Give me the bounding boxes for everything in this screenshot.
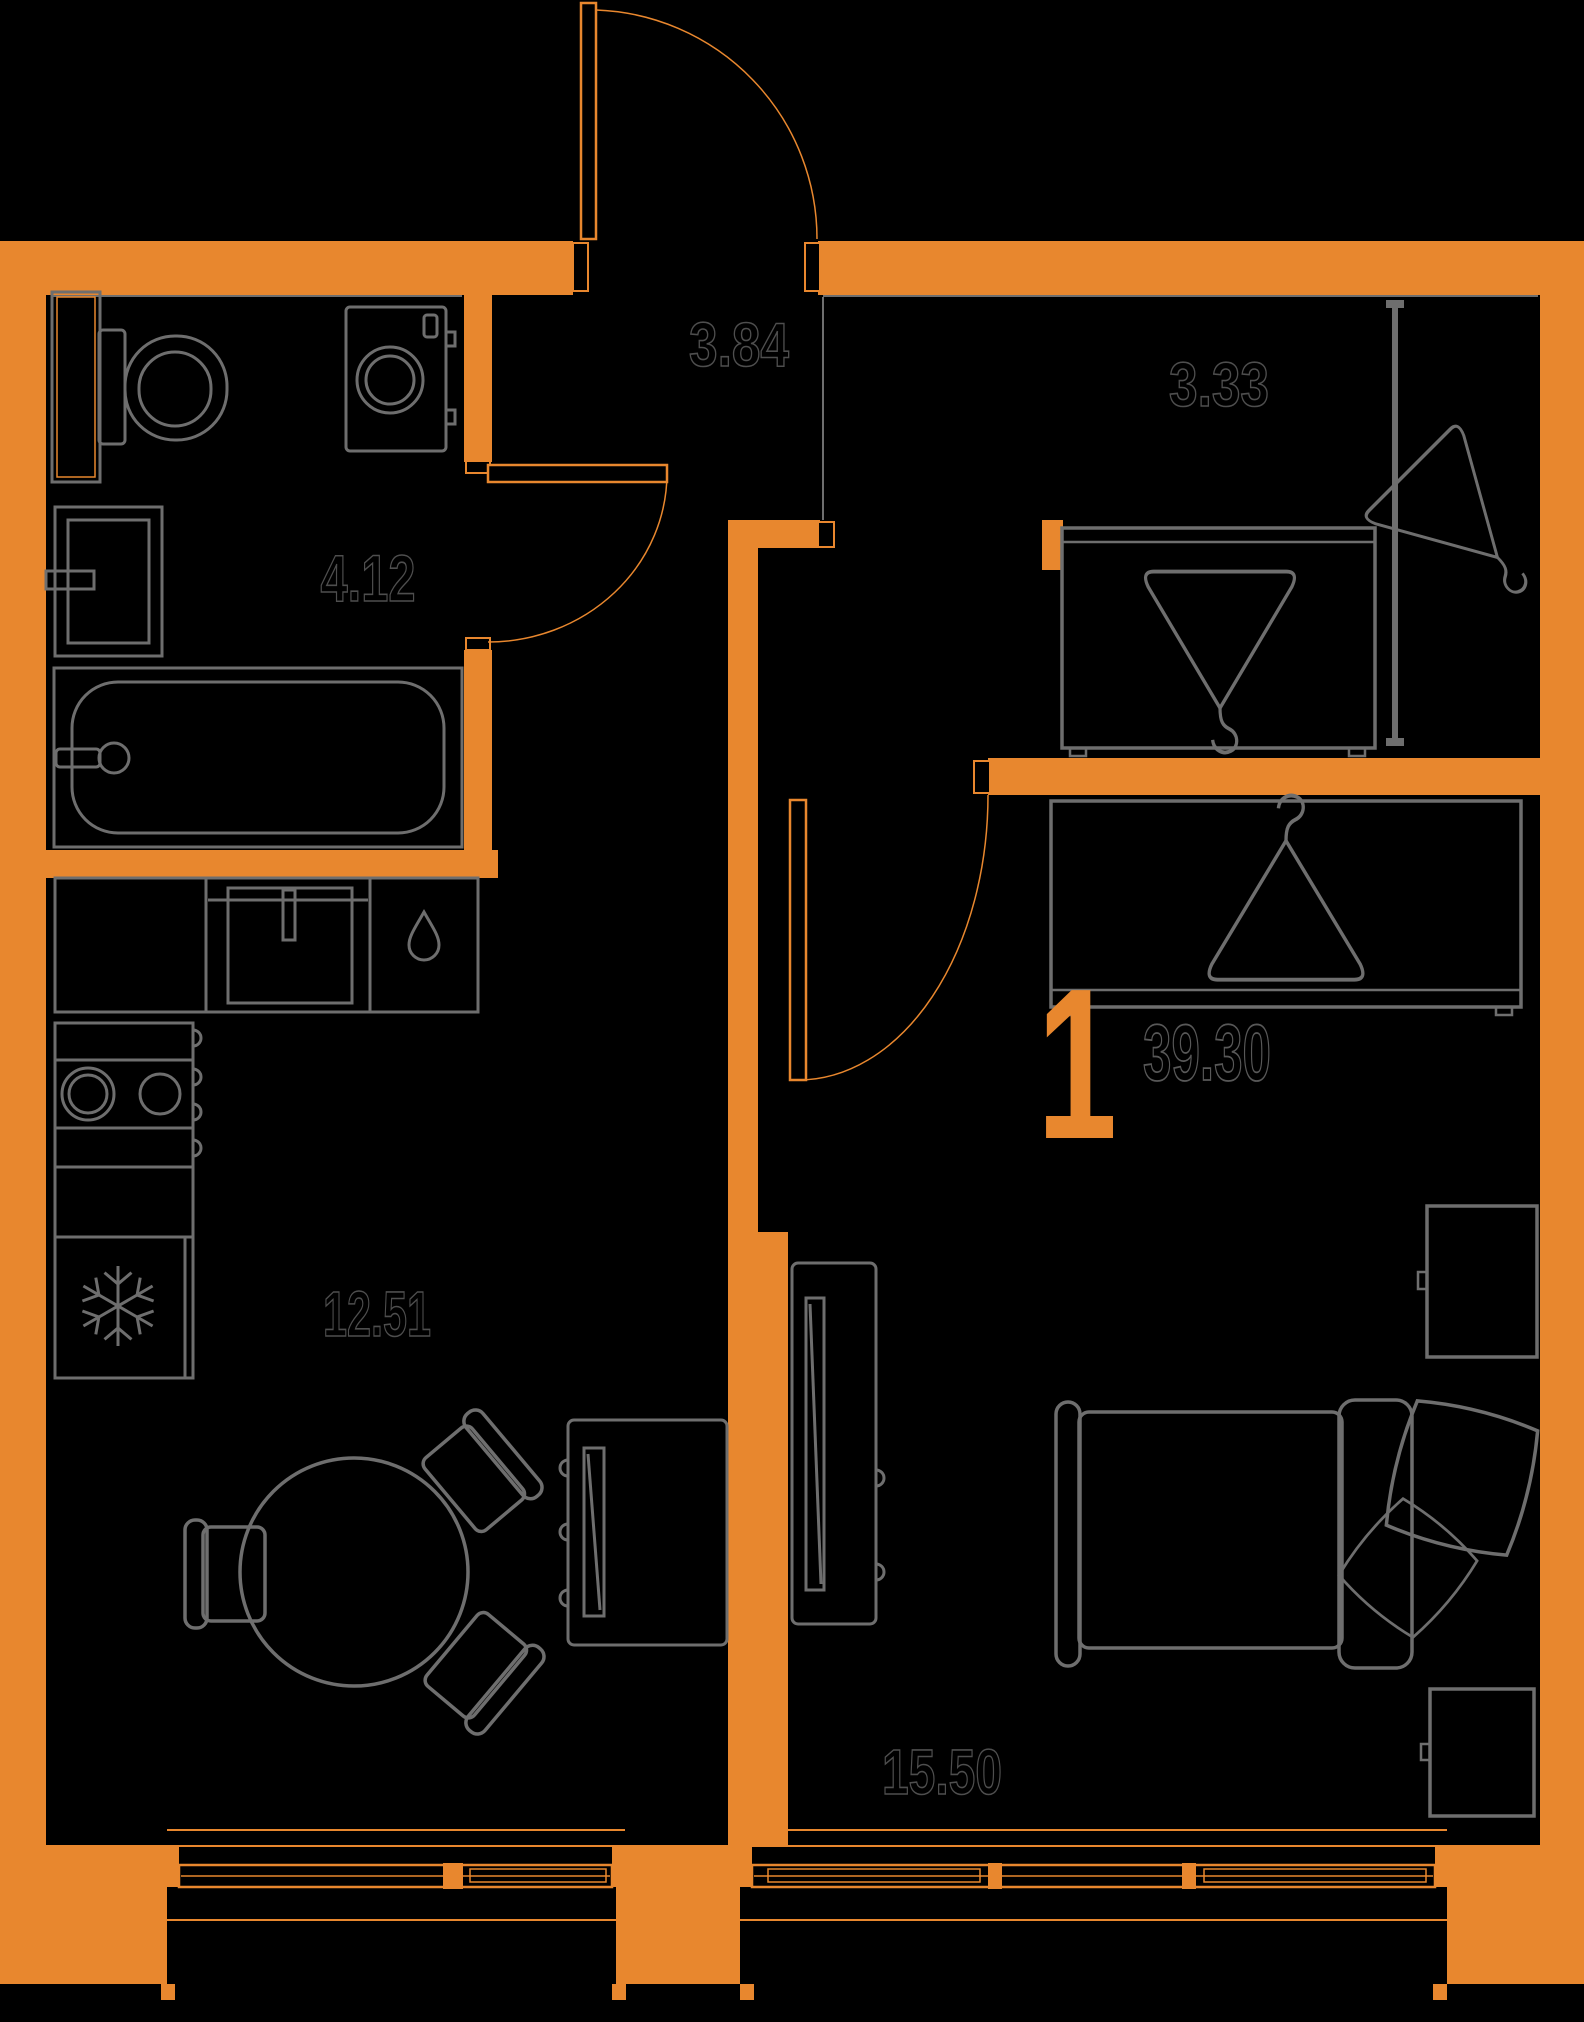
- door-swing-arc: [595, 9, 818, 240]
- area-label-hallway: 3.84: [689, 311, 789, 380]
- kitchen-fixtures: [53, 876, 480, 1380]
- wall-bathroom-right-lower: [464, 650, 492, 850]
- door-swing-arc: [487, 472, 668, 643]
- bathroom-fixtures: [44, 290, 464, 849]
- total-area-label: 39.30: [1143, 1008, 1271, 1097]
- kitchen-counter: [53, 876, 480, 1014]
- wall-bathroom-bottom: [46, 850, 498, 878]
- bedroom-furniture: [1049, 793, 1540, 1818]
- kitchen-tv-cabinet: [558, 1418, 729, 1647]
- bedroom-window: [740, 1846, 1447, 1889]
- dining-set: [183, 1404, 550, 1740]
- faucet: [281, 888, 297, 942]
- door-jambs: [465, 242, 991, 794]
- floor-outline-lines: [46, 1829, 1540, 1921]
- labels: 3.84 3.33 4.12 12.51 15.50 39.30 1: [320, 310, 1272, 1809]
- living-tv-stand: [790, 1261, 886, 1626]
- toilet: [97, 328, 229, 446]
- snowflake-icon: [81, 1266, 155, 1346]
- bathtub: [52, 666, 464, 849]
- area-label-kitchen: 12.51: [323, 1278, 431, 1350]
- pillow: [1384, 1399, 1540, 1557]
- pillar-bottom-left: [0, 1846, 167, 1984]
- wall-closet-stub: [1042, 520, 1063, 570]
- living-room-door-leaf: [788, 798, 808, 1082]
- kitchen-window: [167, 1846, 625, 1889]
- plumbing-shaft: [50, 290, 102, 484]
- partition-lines: [52, 295, 1538, 520]
- nightstand-upper: [1416, 1204, 1539, 1359]
- wall-top-right: [818, 241, 1584, 295]
- fridge: [81, 1237, 187, 1378]
- chair: [183, 1518, 267, 1630]
- closet-wardrobe-box: [1060, 526, 1377, 758]
- dining-table: [238, 1456, 470, 1688]
- area-label-bedroom: 15.50: [882, 1736, 1002, 1808]
- pillow: [1337, 1496, 1479, 1640]
- water-drop-icon: [407, 908, 441, 962]
- wall-bathroom-right-upper: [464, 292, 492, 462]
- windows: [167, 1846, 1447, 1889]
- bed: [1054, 1398, 1540, 1670]
- chair: [413, 1404, 548, 1542]
- door-swing-arc: [797, 794, 989, 1081]
- stove: [60, 1066, 182, 1122]
- bathroom-door: [486, 463, 669, 643]
- area-label-wardrobe: 3.33: [1169, 351, 1269, 420]
- wall-left: [0, 241, 46, 1846]
- interior-walls: [46, 292, 1584, 1846]
- bathroom-sink: [44, 505, 164, 658]
- area-label-bathroom: 4.12: [321, 541, 416, 615]
- burner-large: [60, 1066, 116, 1122]
- bed-mattress: [1077, 1410, 1344, 1650]
- living-room-door: [788, 794, 989, 1082]
- pillar-bottom-middle: [616, 1846, 740, 1984]
- burner-small: [138, 1072, 182, 1116]
- rooms-count-label: 1: [1037, 943, 1117, 1184]
- wall-partition-wide: [728, 1232, 788, 1846]
- pillar-bottom-right: [1447, 1846, 1584, 1984]
- chair: [415, 1602, 550, 1740]
- closet-divider: [1392, 302, 1398, 746]
- closet-fittings: [1060, 300, 1574, 758]
- bathroom-door-leaf: [486, 463, 669, 484]
- cabinets: [558, 1261, 886, 1647]
- wall-top-left: [0, 241, 573, 295]
- wall-hall-living: [988, 758, 1584, 795]
- bed-blanket-bar: [1337, 1398, 1414, 1670]
- dishwasher: [407, 908, 441, 962]
- kitchen-cabinet-column: [53, 1021, 203, 1380]
- bedroom-wardrobe: [1049, 793, 1523, 1017]
- hanger-icon: [1207, 793, 1365, 982]
- nightstand-lower: [1419, 1687, 1536, 1818]
- bed-footboard: [1054, 1400, 1082, 1668]
- entry-door: [579, 1, 818, 241]
- wall-right: [1540, 241, 1584, 1846]
- hanger-icon: [1143, 569, 1297, 755]
- entry-door-leaf: [579, 1, 598, 241]
- outer-walls: [0, 241, 1584, 2000]
- kitchen-sink: [208, 886, 368, 1005]
- wall-partition-thin: [728, 520, 758, 1232]
- washing-machine: [344, 305, 457, 453]
